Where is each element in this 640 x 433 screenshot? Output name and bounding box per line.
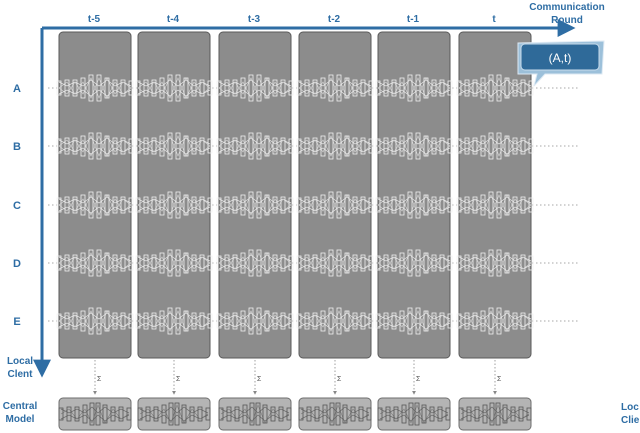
client-label-c: C	[13, 200, 21, 212]
sigma-icon: Σ	[176, 376, 181, 383]
round-header-t-2: t-2	[328, 14, 341, 25]
central-model-row	[58, 397, 532, 431]
round-column-t	[456, 31, 534, 359]
central-model-label-line2: Model	[6, 414, 35, 425]
round-column-t-4	[135, 31, 213, 359]
central-model-t	[458, 397, 532, 431]
row-guide-lines	[48, 87, 580, 322]
round-column-panel	[58, 31, 132, 359]
x-axis-title-line2: Round	[551, 15, 583, 26]
client-label-d: D	[13, 258, 21, 270]
round-column-t-3	[216, 31, 294, 359]
sigma-icon: Σ	[257, 376, 262, 383]
central-model-t-5	[58, 397, 132, 431]
callout-bubble: (A,t)	[517, 40, 605, 87]
round-column-t-5	[56, 31, 134, 359]
local-client-label-cut-line2: Clie	[621, 415, 640, 426]
round-columns	[56, 31, 534, 359]
local-client-label-cut-line1: Loc	[621, 402, 639, 413]
round-column-t-2	[296, 31, 374, 359]
client-label-b: B	[13, 141, 21, 153]
central-model-t-3	[218, 397, 292, 431]
round-headers: t-5 t-4 t-3 t-2 t-1 t	[88, 14, 496, 25]
client-label-e: E	[13, 316, 20, 328]
central-model-t-4	[137, 397, 211, 431]
central-model-t-1	[377, 397, 451, 431]
round-column-t-1	[375, 31, 453, 359]
round-column-panel	[298, 31, 372, 359]
callout-label: (A,t)	[549, 51, 572, 65]
sigma-icon: Σ	[97, 376, 102, 383]
client-label-a: A	[13, 83, 21, 95]
sigma-icon: Σ	[337, 376, 342, 383]
round-column-panel	[137, 31, 211, 359]
client-row-labels: A B C D E	[13, 83, 21, 328]
round-header-t-3: t-3	[248, 14, 261, 25]
round-column-panel	[458, 31, 532, 359]
round-column-panel	[218, 31, 292, 359]
round-header-t-1: t-1	[407, 14, 420, 25]
central-model-label-line1: Central	[3, 401, 38, 412]
sigma-icon: Σ	[497, 376, 502, 383]
sigma-icon: Σ	[416, 376, 421, 383]
round-header-t-4: t-4	[167, 14, 180, 25]
central-model-t-2	[298, 397, 372, 431]
y-axis-title-line2: Clent	[8, 369, 34, 380]
round-column-panel	[377, 31, 451, 359]
round-header-t: t	[492, 14, 496, 25]
y-axis-title-line1: Local	[7, 356, 33, 367]
round-header-t-5: t-5	[88, 14, 101, 25]
x-axis-title-line1: Communication	[529, 2, 605, 13]
